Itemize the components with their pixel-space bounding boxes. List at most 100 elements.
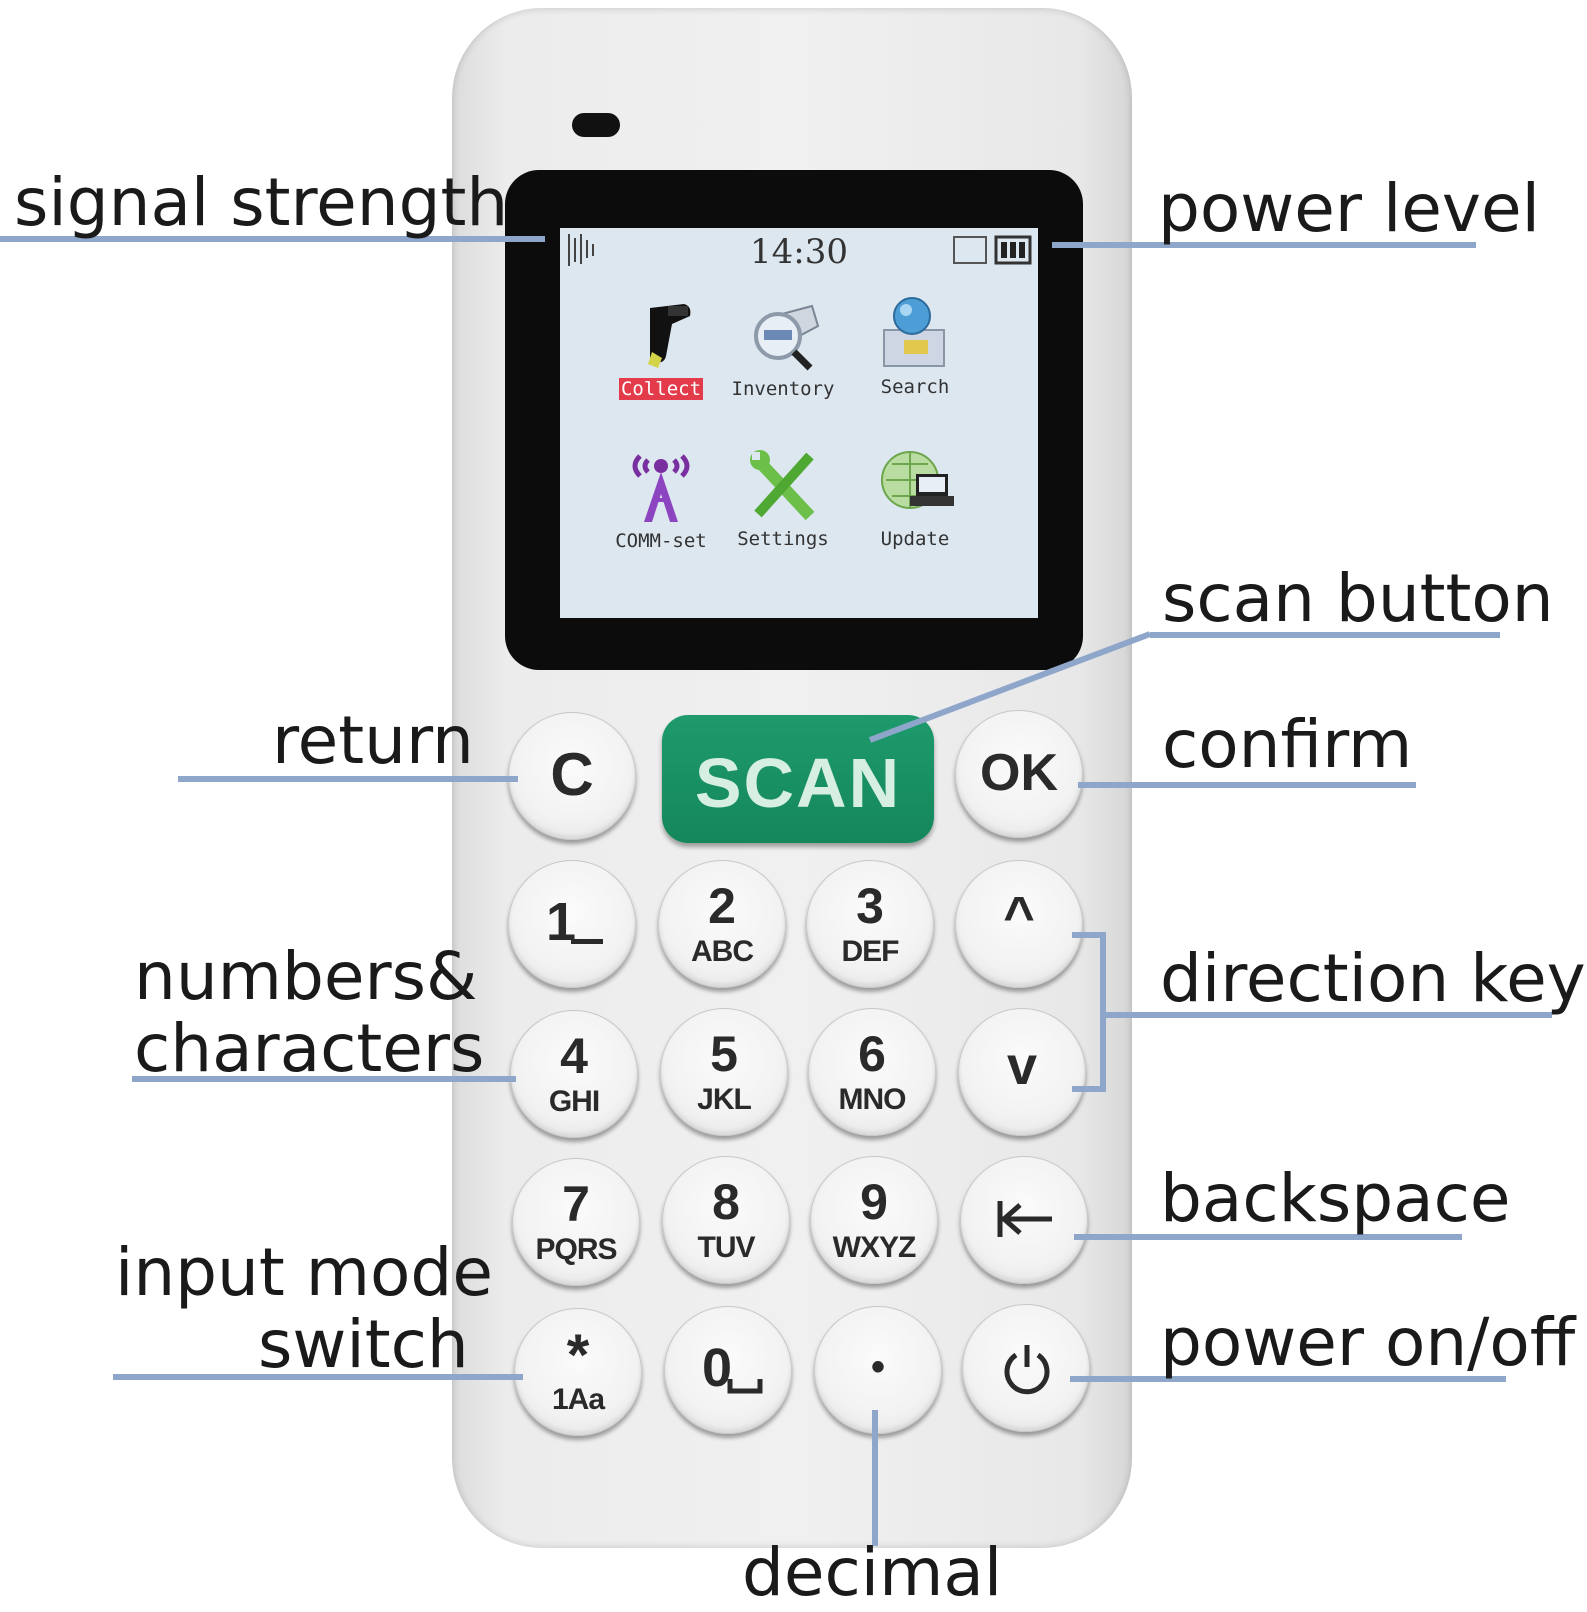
key-6[interactable]: 6 MNO [808, 1008, 936, 1136]
power-leader [1070, 1376, 1506, 1382]
key-digit: 5 [710, 1026, 738, 1082]
label-decimal: decimal [742, 1534, 1003, 1611]
app-label: Search [880, 376, 950, 398]
label-power-level: power level [1158, 170, 1540, 247]
input-mode-leader [113, 1374, 523, 1380]
direction-bracket-bottom [1072, 1086, 1106, 1092]
app-settings[interactable]: Settings [718, 446, 848, 550]
key-letters: JKL [697, 1083, 752, 1116]
up-arrow-icon: ^ [1003, 886, 1035, 946]
key-9[interactable]: 9 WXYZ [810, 1156, 938, 1284]
key-letters: TUV [697, 1231, 756, 1264]
barcode-scanner-icon [622, 296, 700, 374]
globe-laptop-icon [876, 446, 954, 524]
signal-strength-icon [568, 234, 594, 266]
scan-button-label: SCAN [694, 744, 902, 822]
app-label: Inventory [731, 378, 835, 400]
app-update[interactable]: Update [850, 446, 980, 550]
key-letters: 1Aa [551, 1383, 605, 1416]
label-scan-button: scan button [1162, 560, 1554, 637]
space-glyph-icon [727, 1379, 763, 1394]
app-inventory[interactable]: Inventory [718, 296, 848, 400]
key-letters: GHI [548, 1085, 600, 1118]
key-letters: WXYZ [832, 1231, 917, 1264]
scan-button-leader-diagonal [868, 631, 1152, 743]
app-comm-set[interactable]: COMM-set [596, 448, 726, 552]
return-key[interactable]: C [508, 712, 636, 840]
label-power-on-off: power on/off [1160, 1304, 1576, 1381]
power-level-leader [1052, 242, 1476, 248]
antenna-tower-icon [622, 448, 700, 526]
label-backspace: backspace [1160, 1160, 1511, 1237]
app-search[interactable]: Search [850, 294, 980, 398]
earpiece-slot [572, 113, 620, 137]
down-key[interactable]: v [958, 1008, 1086, 1136]
label-confirm: confirm [1162, 706, 1413, 783]
key-letters: ABC [691, 935, 754, 968]
key-digit: 6 [858, 1026, 886, 1082]
backspace-key[interactable] [960, 1156, 1088, 1284]
app-label: Update [880, 528, 950, 550]
direction-bracket-vertical [1100, 932, 1106, 1090]
magnifier-tag-icon [744, 296, 822, 374]
key-digit: 7 [562, 1176, 590, 1232]
label-input-mode-line1: input mode [115, 1234, 493, 1311]
globe-search-icon [876, 294, 954, 372]
up-key[interactable]: ^ [955, 860, 1083, 988]
backspace-leader [1074, 1234, 1462, 1240]
key-1[interactable]: 1 [508, 860, 636, 988]
underscore-glyph [571, 939, 603, 944]
key-letters: MNO [838, 1083, 907, 1116]
power-icon [1004, 1345, 1050, 1395]
app-label: COMM-set [615, 530, 707, 552]
key-digit: 2 [708, 878, 736, 934]
key-8[interactable]: 8 TUV [662, 1156, 790, 1284]
key-3[interactable]: 3 DEF [806, 860, 934, 988]
label-return: return [272, 702, 474, 779]
direction-keys-leader [1104, 1012, 1552, 1018]
label-direction-keys: direction keys [1160, 940, 1587, 1017]
scan-button-leader [1150, 632, 1500, 638]
battery-level-icon [953, 235, 1032, 265]
key-digit: 9 [860, 1174, 888, 1230]
app-label: Collect [618, 378, 704, 400]
device-screen: 14:30 Collect Inventory [560, 228, 1038, 618]
key-letters: DEF [841, 935, 900, 968]
key-digit: 3 [856, 878, 884, 934]
key-2[interactable]: 2 ABC [658, 860, 786, 988]
key-label: OK [980, 744, 1058, 802]
numbers-leader [132, 1076, 516, 1082]
key-5[interactable]: 5 JKL [660, 1008, 788, 1136]
direction-bracket-top [1072, 932, 1106, 938]
power-key[interactable] [962, 1304, 1090, 1432]
down-arrow-icon: v [1006, 1036, 1038, 1096]
label-input-mode-line2: switch [258, 1306, 469, 1383]
label-numbers-line2: characters [134, 1010, 485, 1087]
screen-clock: 14:30 [750, 232, 848, 272]
confirm-leader [1078, 782, 1416, 788]
confirm-key[interactable]: OK [955, 710, 1083, 838]
key-digit: 8 [712, 1174, 740, 1230]
key-0[interactable]: 0 [664, 1306, 792, 1434]
app-collect[interactable]: Collect [596, 296, 726, 400]
label-signal-strength: signal strength [14, 164, 509, 241]
signal-strength-leader [0, 236, 545, 242]
input-mode-key[interactable]: * 1Aa [514, 1308, 642, 1436]
key-digit: 4 [560, 1028, 588, 1084]
key-4[interactable]: 4 GHI [510, 1010, 638, 1138]
key-digit: 1 [545, 892, 577, 952]
wrench-screwdriver-icon [744, 446, 822, 524]
return-leader [178, 776, 518, 782]
asterisk-glyph: * [566, 1323, 590, 1388]
label-numbers-line1: numbers& [134, 938, 478, 1015]
scan-button[interactable]: SCAN [662, 715, 934, 843]
key-label: • [870, 1345, 885, 1389]
decimal-key[interactable]: • [814, 1306, 942, 1434]
key-letters: PQRS [535, 1233, 617, 1266]
key-label: C [550, 741, 594, 808]
decimal-leader [872, 1410, 878, 1546]
app-label: Settings [737, 528, 829, 550]
key-digit: 0 [701, 1338, 733, 1398]
key-7[interactable]: 7 PQRS [512, 1158, 640, 1286]
backspace-arrow-icon [997, 1201, 1052, 1237]
